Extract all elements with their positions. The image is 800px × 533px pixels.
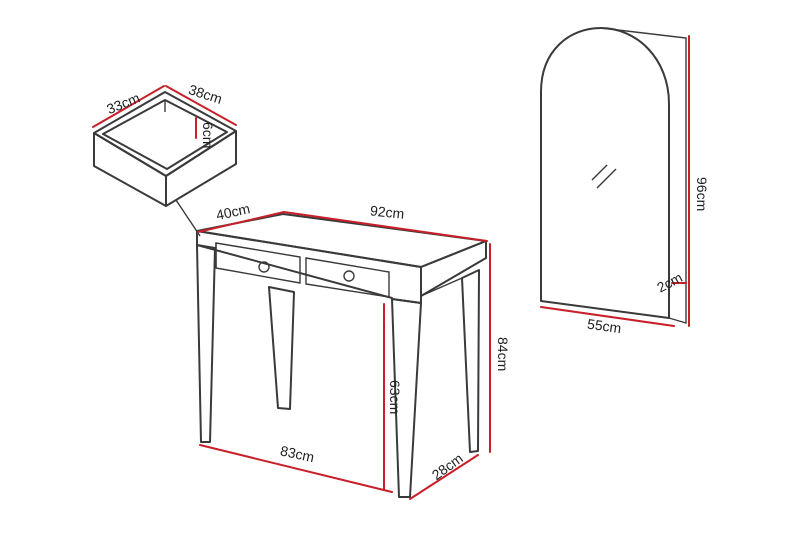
drawer-depth-label: 33cm <box>104 90 142 118</box>
drawer-depth-line <box>92 85 165 128</box>
drawer-width-label: 38cm <box>187 81 225 107</box>
mirror-reflection-mark-1 <box>591 164 608 181</box>
desk-leg-front-left <box>196 244 216 443</box>
drawer-knob-left <box>258 261 270 273</box>
desk-leg-back-right <box>461 269 480 453</box>
drawer-front-right <box>305 257 390 298</box>
drawer-front-left <box>215 242 301 284</box>
drawer-knob-right <box>343 270 355 282</box>
desk-side-panel <box>420 240 487 297</box>
drawer-height-label: 6cm <box>200 122 216 148</box>
desk-knee-height-label: 63cm <box>387 380 403 414</box>
desk-dimensions <box>197 211 491 500</box>
desk-depth-line <box>197 211 285 233</box>
mirror-width-line <box>540 306 675 327</box>
drawer-width-line <box>165 85 237 126</box>
desk-depth-label: 40cm <box>215 200 252 223</box>
mirror-edge <box>600 27 687 324</box>
desk-leg-front-right <box>391 298 422 498</box>
drawer-illustration <box>93 91 237 237</box>
desk-width-line <box>283 211 488 242</box>
mirror-height-label: 96cm <box>694 177 710 211</box>
desk-knee-width-line <box>199 444 393 493</box>
mirror-width-label: 55cm <box>586 316 622 337</box>
desk-knee-width-label: 83cm <box>279 442 316 465</box>
desk-illustration <box>196 213 487 498</box>
desk-leg-back-left <box>268 286 295 410</box>
drawer-dimensions <box>92 85 237 139</box>
desk-front-apron <box>196 230 422 304</box>
desk-width-label: 92cm <box>369 202 405 221</box>
desk-knee-depth-label: 28cm <box>429 450 466 483</box>
mirror-dimensions <box>540 35 690 327</box>
mirror-frame <box>540 27 670 319</box>
desk-knee-depth-line <box>409 454 479 500</box>
mirror-reflection-mark-2 <box>596 168 617 189</box>
mirror-illustration <box>540 27 687 324</box>
desk-height-label: 84cm <box>495 337 511 371</box>
